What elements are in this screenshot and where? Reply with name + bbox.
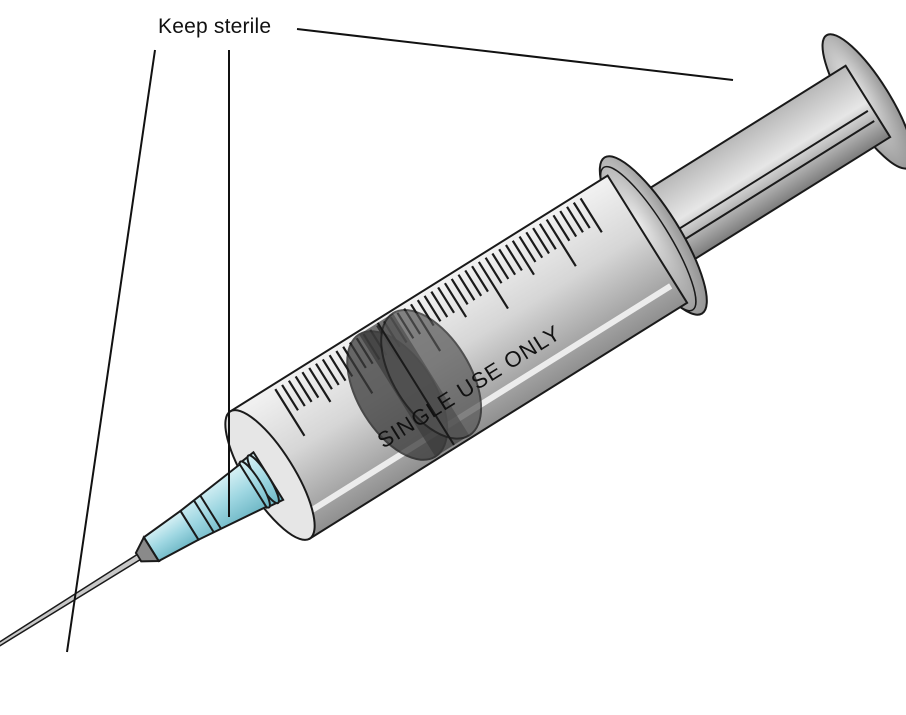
callout-lines: [66, 28, 734, 653]
plunger-seal: [346, 309, 483, 461]
callout-line-needle-tip: [66, 49, 156, 653]
callout-label: Keep sterile: [158, 15, 272, 38]
syringe-body: SINGLE USE ONLY: [0, 33, 906, 693]
callout-line-plunger: [296, 28, 734, 81]
needle: [0, 553, 142, 693]
needle-hub: [134, 450, 285, 563]
